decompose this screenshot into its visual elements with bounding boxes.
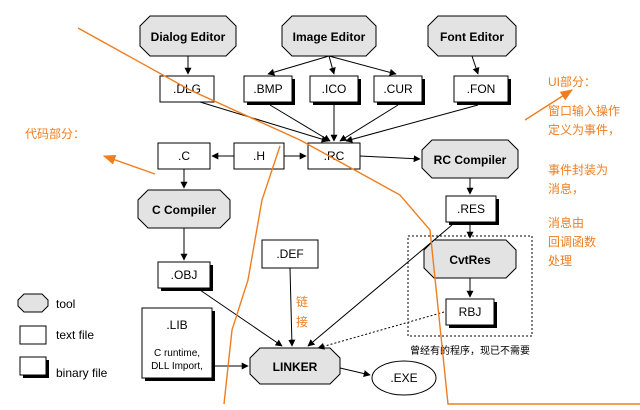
ui-desc-line-3: 事件封装为 bbox=[548, 163, 608, 177]
legend: tool text file binary file bbox=[17, 293, 108, 380]
ui-desc-line-2: 定义为事件， bbox=[548, 122, 620, 137]
lib-desc-line-2: DLL Import, bbox=[151, 361, 203, 372]
h-label: .H bbox=[253, 149, 265, 163]
file-rbj: RBJ bbox=[445, 298, 497, 328]
arrow-linker-to-exe bbox=[339, 367, 371, 377]
ico-label: .ICO bbox=[322, 82, 347, 96]
tool-linker: LINKER bbox=[249, 347, 341, 385]
legend-text-file-label: text file bbox=[56, 328, 94, 342]
legend-tool-label: tool bbox=[56, 297, 75, 311]
tool-rc-compiler: RC Compiler bbox=[421, 139, 519, 179]
tool-cvtres: CvtRes bbox=[423, 239, 517, 279]
arrow-res-to-linker bbox=[307, 224, 453, 347]
file-cur: .CUR bbox=[373, 75, 425, 105]
ui-part-label: UI部分： bbox=[548, 74, 596, 89]
arrow-image-to-bmp bbox=[267, 55, 330, 76]
arrow-dlg-to-rc bbox=[199, 101, 329, 143]
file-fon: .FON bbox=[453, 75, 511, 105]
rbj-label: RBJ bbox=[459, 305, 482, 319]
legend-text-file: text file bbox=[19, 325, 94, 345]
orange-annotation-lines bbox=[77, 27, 640, 405]
ui-desc-line-4: 消息， bbox=[548, 181, 584, 196]
flow-arrows bbox=[180, 55, 480, 377]
ui-desc-line-5: 消息由 bbox=[548, 215, 584, 230]
orange-arrow-code bbox=[102, 155, 156, 175]
legend-binary-file-swatch bbox=[19, 356, 47, 376]
cvtres-label: CvtRes bbox=[449, 253, 491, 267]
cur-label: .CUR bbox=[383, 82, 413, 96]
exe-label: .EXE bbox=[390, 371, 417, 385]
orange-arrow-ui bbox=[524, 89, 574, 121]
output-exe: .EXE bbox=[371, 360, 437, 396]
linker-label: LINKER bbox=[273, 360, 318, 374]
link-label-2: 接 bbox=[296, 314, 308, 329]
legend-tool: tool bbox=[17, 293, 75, 313]
c-compiler-label: C Compiler bbox=[152, 203, 216, 217]
legend-tool-swatch bbox=[17, 293, 49, 313]
arrow-bmp-to-rc bbox=[269, 104, 331, 142]
file-ico: .ICO bbox=[309, 75, 361, 105]
file-obj: .OBJ bbox=[157, 261, 213, 291]
tool-font-editor: Font Editor bbox=[427, 15, 517, 57]
ui-desc-line-1: 窗口输入操作 bbox=[548, 103, 620, 118]
legend-binary-file-label: binary file bbox=[56, 366, 108, 380]
legend-binary-file: binary file bbox=[19, 356, 108, 380]
c-label: .C bbox=[178, 149, 190, 163]
arrow-cur-to-rc bbox=[339, 104, 399, 142]
rc-compiler-label: RC Compiler bbox=[434, 153, 507, 167]
orange-divider-right bbox=[77, 27, 640, 405]
tool-image-editor: Image Editor bbox=[281, 15, 377, 57]
dialog-editor-label: Dialog Editor bbox=[151, 30, 226, 44]
tool-c-compiler: C Compiler bbox=[137, 189, 231, 229]
ui-desc-line-7: 处理 bbox=[548, 254, 572, 268]
file-def: .DEF bbox=[261, 239, 319, 269]
arrow-def-to-linker bbox=[288, 267, 296, 347]
lib-label: .LIB bbox=[166, 318, 187, 332]
arrow-rbj-to-linker bbox=[317, 311, 445, 350]
image-editor-label: Image Editor bbox=[293, 30, 366, 44]
def-label: .DEF bbox=[276, 247, 303, 261]
legacy-note: 曾经有的程序，现已不需要 bbox=[410, 344, 530, 357]
rc-label: .RC bbox=[324, 149, 345, 163]
file-bmp: .BMP bbox=[243, 75, 295, 105]
arrow-font-to-fon bbox=[471, 55, 480, 75]
arrow-obj-to-linker bbox=[199, 289, 283, 347]
file-h: .H bbox=[233, 142, 285, 170]
obj-label: .OBJ bbox=[171, 268, 198, 282]
code-part-label: 代码部分： bbox=[25, 126, 85, 141]
arrow-fon-to-rc bbox=[345, 104, 479, 143]
lib-desc-line-1: C runtime, bbox=[154, 348, 200, 359]
arrow-image-to-cur bbox=[328, 55, 397, 76]
ui-desc-line-6: 回调函数 bbox=[548, 234, 596, 249]
file-lib: .LIB C runtime, DLL Import, bbox=[141, 307, 215, 381]
bmp-label: .BMP bbox=[253, 82, 282, 96]
link-label-1: 链 bbox=[296, 294, 308, 309]
file-c: .C bbox=[157, 142, 211, 170]
font-editor-label: Font Editor bbox=[440, 30, 504, 44]
orange-divider-left bbox=[223, 145, 281, 405]
arrow-rc-to-rccompiler bbox=[359, 155, 421, 163]
tool-dialog-editor: Dialog Editor bbox=[139, 15, 237, 57]
file-rc: .RC bbox=[307, 142, 361, 170]
legend-text-file-swatch bbox=[19, 325, 47, 345]
arrow-image-to-ico bbox=[328, 55, 336, 75]
file-res: .RES bbox=[445, 195, 499, 225]
res-label: .RES bbox=[457, 202, 485, 216]
fon-label: .FON bbox=[467, 82, 496, 96]
